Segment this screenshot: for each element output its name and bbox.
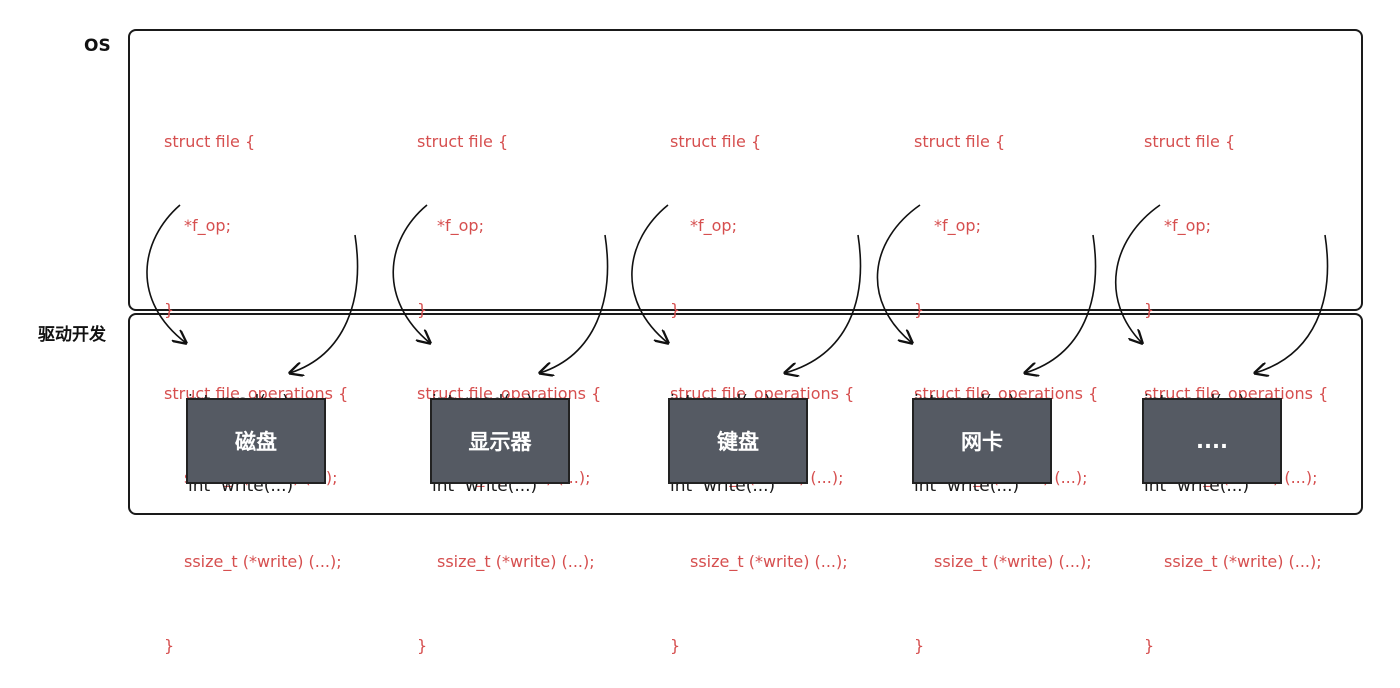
struct-file-open: struct file { (164, 132, 256, 151)
device-box: 键盘 (668, 398, 808, 484)
struct-file-operations-close: } (670, 636, 681, 655)
write-arrow (290, 234, 359, 373)
f-op-field: *f_op; (437, 216, 484, 235)
write-fn-pointer: ssize_t (*write) (...); (934, 552, 1092, 571)
write-fn-pointer: ssize_t (*write) (...); (437, 552, 595, 571)
struct-file-open: struct file { (1144, 132, 1236, 151)
f-op-field: *f_op; (690, 216, 737, 235)
struct-file-operations-close: } (164, 636, 175, 655)
read-arrow (876, 204, 921, 343)
driver-layer-label: 驱动开发 (38, 325, 106, 345)
struct-file-close: } (164, 300, 175, 319)
device-box: .... (1142, 398, 1282, 484)
write-arrow (1025, 234, 1097, 373)
driver-layer-box (128, 313, 1363, 515)
read-arrow (146, 204, 186, 343)
write-fn-pointer: ssize_t (*write) (...); (184, 552, 342, 571)
os-layer-box (128, 29, 1363, 311)
struct-file-close: } (914, 300, 925, 319)
f-op-field: *f_op; (934, 216, 981, 235)
os-layer-label: OS (84, 36, 111, 56)
write-arrow (785, 234, 862, 373)
struct-file-open: struct file { (417, 132, 509, 151)
device-box: 显示器 (430, 398, 570, 484)
struct-file-open: struct file { (670, 132, 762, 151)
f-op-field: *f_op; (184, 216, 231, 235)
read-arrow (392, 204, 430, 343)
device-box: 磁盘 (186, 398, 326, 484)
struct-file-close: } (417, 300, 428, 319)
write-fn-pointer: ssize_t (*write) (...); (1164, 552, 1322, 571)
struct-file-operations-close: } (1144, 636, 1155, 655)
struct-file-close: } (1144, 300, 1155, 319)
device-box: 网卡 (912, 398, 1052, 484)
struct-file-open: struct file { (914, 132, 1006, 151)
read-arrow (631, 204, 668, 343)
write-arrow (1255, 234, 1329, 373)
struct-file-operations-close: } (417, 636, 428, 655)
struct-file-operations-close: } (914, 636, 925, 655)
write-fn-pointer: ssize_t (*write) (...); (690, 552, 848, 571)
struct-file-close: } (670, 300, 681, 319)
f-op-field: *f_op; (1164, 216, 1211, 235)
read-arrow (1114, 204, 1161, 343)
connector-arrows (146, 204, 1329, 526)
write-arrow (540, 234, 609, 373)
